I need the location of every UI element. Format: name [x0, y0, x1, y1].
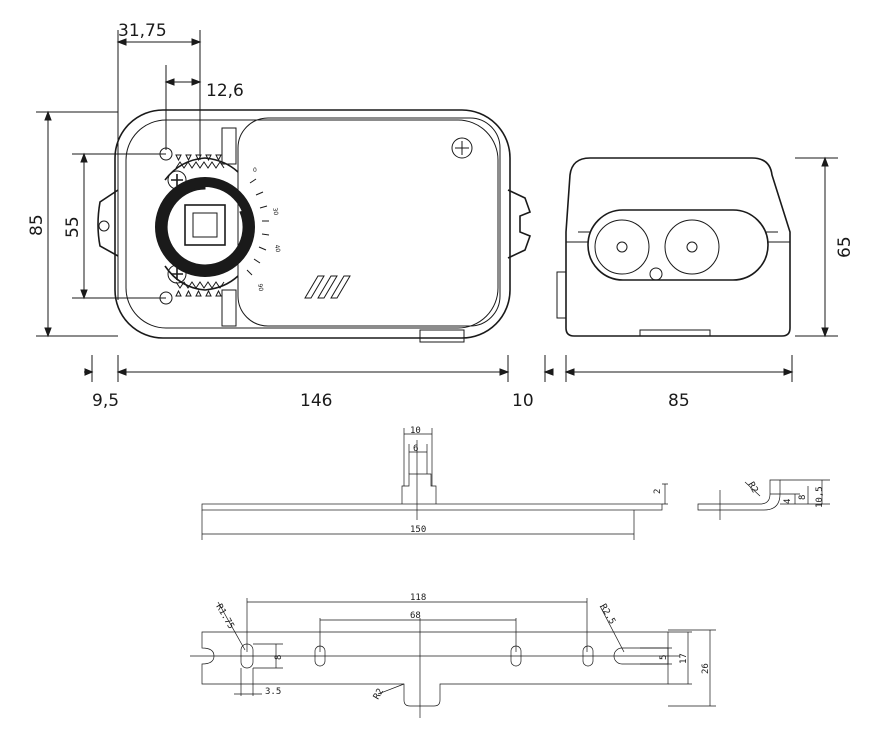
scale-arc-top: [164, 157, 239, 181]
side-connector: [556, 271, 567, 319]
bracket-plan-view: [190, 598, 716, 718]
plan-dim-r2-5: R2.5: [597, 603, 617, 627]
plan-dim-8: 8: [274, 655, 284, 660]
side-body-outline: [565, 157, 791, 337]
dim-65: 65: [835, 236, 855, 258]
shaft-slot: [587, 209, 769, 281]
dim-12-6: 12,6: [206, 81, 244, 101]
bracket-dim-2: 2: [653, 489, 663, 494]
left-tab-hole: [98, 220, 110, 232]
vent-slots: [304, 275, 351, 299]
cover-screw-cross: [455, 141, 469, 155]
shaft-clamp: [155, 177, 255, 277]
actuator-side-view: [556, 157, 791, 337]
end-dim-r2: R2: [745, 481, 759, 495]
cover-screw: [451, 137, 473, 159]
cover-plate: [237, 117, 501, 327]
plan-dim-5: 5: [659, 655, 669, 660]
bracket-side-view: [201, 428, 668, 540]
plan-dim-68: 68: [410, 611, 421, 621]
square-shaft-outer: [184, 204, 226, 246]
sawtooth-teeth-bottom: [175, 281, 225, 289]
bracket-dim-10: 10: [410, 426, 421, 436]
dimension-lines-top: [36, 30, 838, 382]
small-boss: [649, 267, 663, 281]
scale-mark-40: 40: [273, 244, 281, 253]
plan-dim-17: 17: [679, 653, 689, 664]
side-bottom-tab: [639, 329, 711, 337]
scale-arc-bottom: [164, 265, 239, 291]
sawtooth-teeth-top: [175, 161, 225, 169]
end-dim-10-5: 10,5: [815, 486, 825, 508]
scale-mark-90: 90: [256, 283, 264, 292]
dim-55: 55: [63, 216, 83, 238]
scale-mark-0: 0: [253, 167, 257, 174]
end-dim-8: 8: [798, 495, 808, 500]
bracket-dim-6: 6: [413, 444, 418, 454]
bottom-connector: [419, 329, 465, 343]
shaft-boss-left: [594, 219, 650, 275]
actuator-body-inner: [125, 119, 499, 329]
scale-strip-top: [221, 127, 237, 165]
right-mount-tab: [507, 189, 532, 259]
shaft-boss-right: [664, 219, 720, 275]
triangle-marks-bottom: [175, 289, 222, 297]
plan-dim-r1-75: R1.75: [213, 603, 235, 631]
dim-85-width: 85: [668, 391, 690, 411]
plan-dim-3-5: 3.5: [265, 687, 281, 697]
dim-10: 10: [512, 391, 534, 411]
left-mount-tab: [97, 189, 119, 257]
scale-mark-30: 30: [271, 207, 279, 216]
plan-dim-118: 118: [410, 593, 426, 603]
dim-146: 146: [300, 391, 332, 411]
shaft-boss-right-center: [686, 241, 698, 253]
plan-dim-26: 26: [701, 663, 711, 674]
angle-scale-ticks: [246, 178, 270, 276]
dim-9-5: 9,5: [92, 391, 119, 411]
square-shaft-inner: [192, 212, 218, 238]
dim-85-height: 85: [27, 214, 47, 236]
screw-bottom-cross: [171, 268, 183, 280]
shaft-boss-left-center: [616, 241, 628, 253]
actuator-front-view: 0 30 40 90: [97, 109, 532, 343]
scale-strip-bottom: [221, 289, 237, 327]
screw-top-cross: [171, 174, 183, 186]
dim-31-75: 31,75: [118, 21, 167, 41]
bracket-dim-150: 150: [410, 525, 426, 535]
bracket-end-view: [697, 479, 830, 520]
actuator-body-outline: [114, 109, 511, 339]
end-dim-4: 4: [783, 499, 793, 504]
plan-dim-r2: R2: [372, 687, 386, 701]
